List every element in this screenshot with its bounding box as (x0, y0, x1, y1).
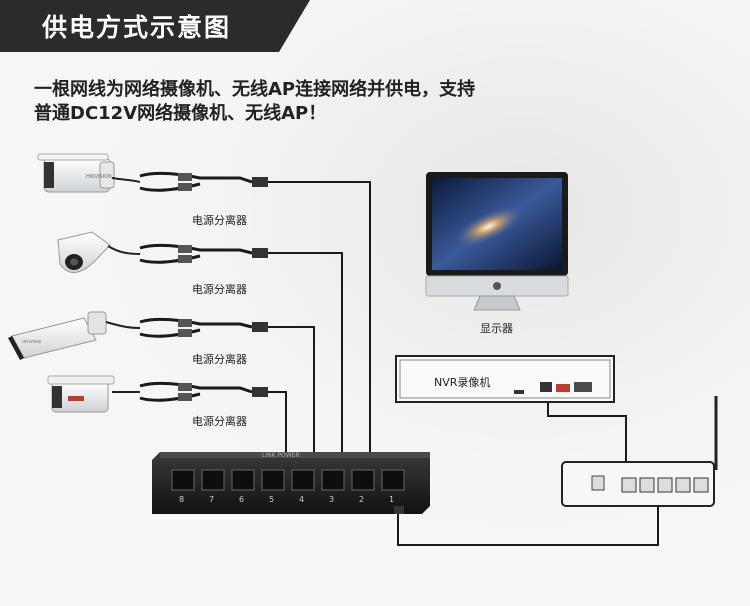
cable-switch-router (397, 500, 659, 546)
router-icon (561, 396, 718, 507)
splitter-3-icon (139, 317, 268, 338)
cable-cam4 (268, 391, 287, 452)
port-number: 7 (209, 495, 215, 504)
svg-text:uniview: uniview (22, 339, 41, 345)
cable-cam1 (268, 181, 371, 452)
port-number: 6 (239, 495, 245, 504)
splitter-4-label: 电源分离器 (192, 415, 247, 428)
camera-3-icon: uniview (8, 311, 141, 360)
cable-nvr-router (547, 392, 627, 466)
svg-text:HIKVISION: HIKVISION (86, 174, 112, 180)
poe-switch-icon (152, 452, 430, 514)
page-title: 供电方式示意图 (42, 13, 232, 42)
port-number: 1 (389, 495, 395, 504)
port-number: 3 (329, 495, 335, 504)
description-line-1: 一根网线为网络摄像机、无线AP连接网络并供电，支持 (34, 79, 476, 100)
description-line-2: 普通DC12V网络摄像机、无线AP！ (34, 103, 327, 124)
splitter-4-icon (139, 381, 268, 402)
port-number: 4 (299, 495, 305, 504)
nvr-label: NVR录像机 (434, 376, 491, 389)
port-number: 2 (359, 495, 365, 504)
port-number: 5 (269, 495, 275, 504)
camera-1-icon: HIKVISION (37, 153, 141, 193)
port-number: 8 (179, 495, 185, 504)
cable-cam2 (268, 252, 343, 452)
splitter-1-label: 电源分离器 (192, 214, 247, 227)
splitter-2-icon (139, 243, 268, 264)
monitor-icon (425, 172, 569, 311)
camera-4-icon (47, 375, 140, 413)
title-banner (0, 0, 310, 52)
monitor-label: 显示器 (480, 322, 513, 335)
cable-cam3 (268, 326, 315, 452)
splitter-3-label: 电源分离器 (192, 353, 247, 366)
nvr-icon (395, 355, 615, 403)
cables (268, 181, 659, 546)
splitter-1-icon (139, 171, 268, 192)
splitter-2-label: 电源分离器 (192, 283, 247, 296)
switch-indicator-label: LINK POWER (262, 452, 300, 459)
camera-2-icon (57, 231, 141, 273)
